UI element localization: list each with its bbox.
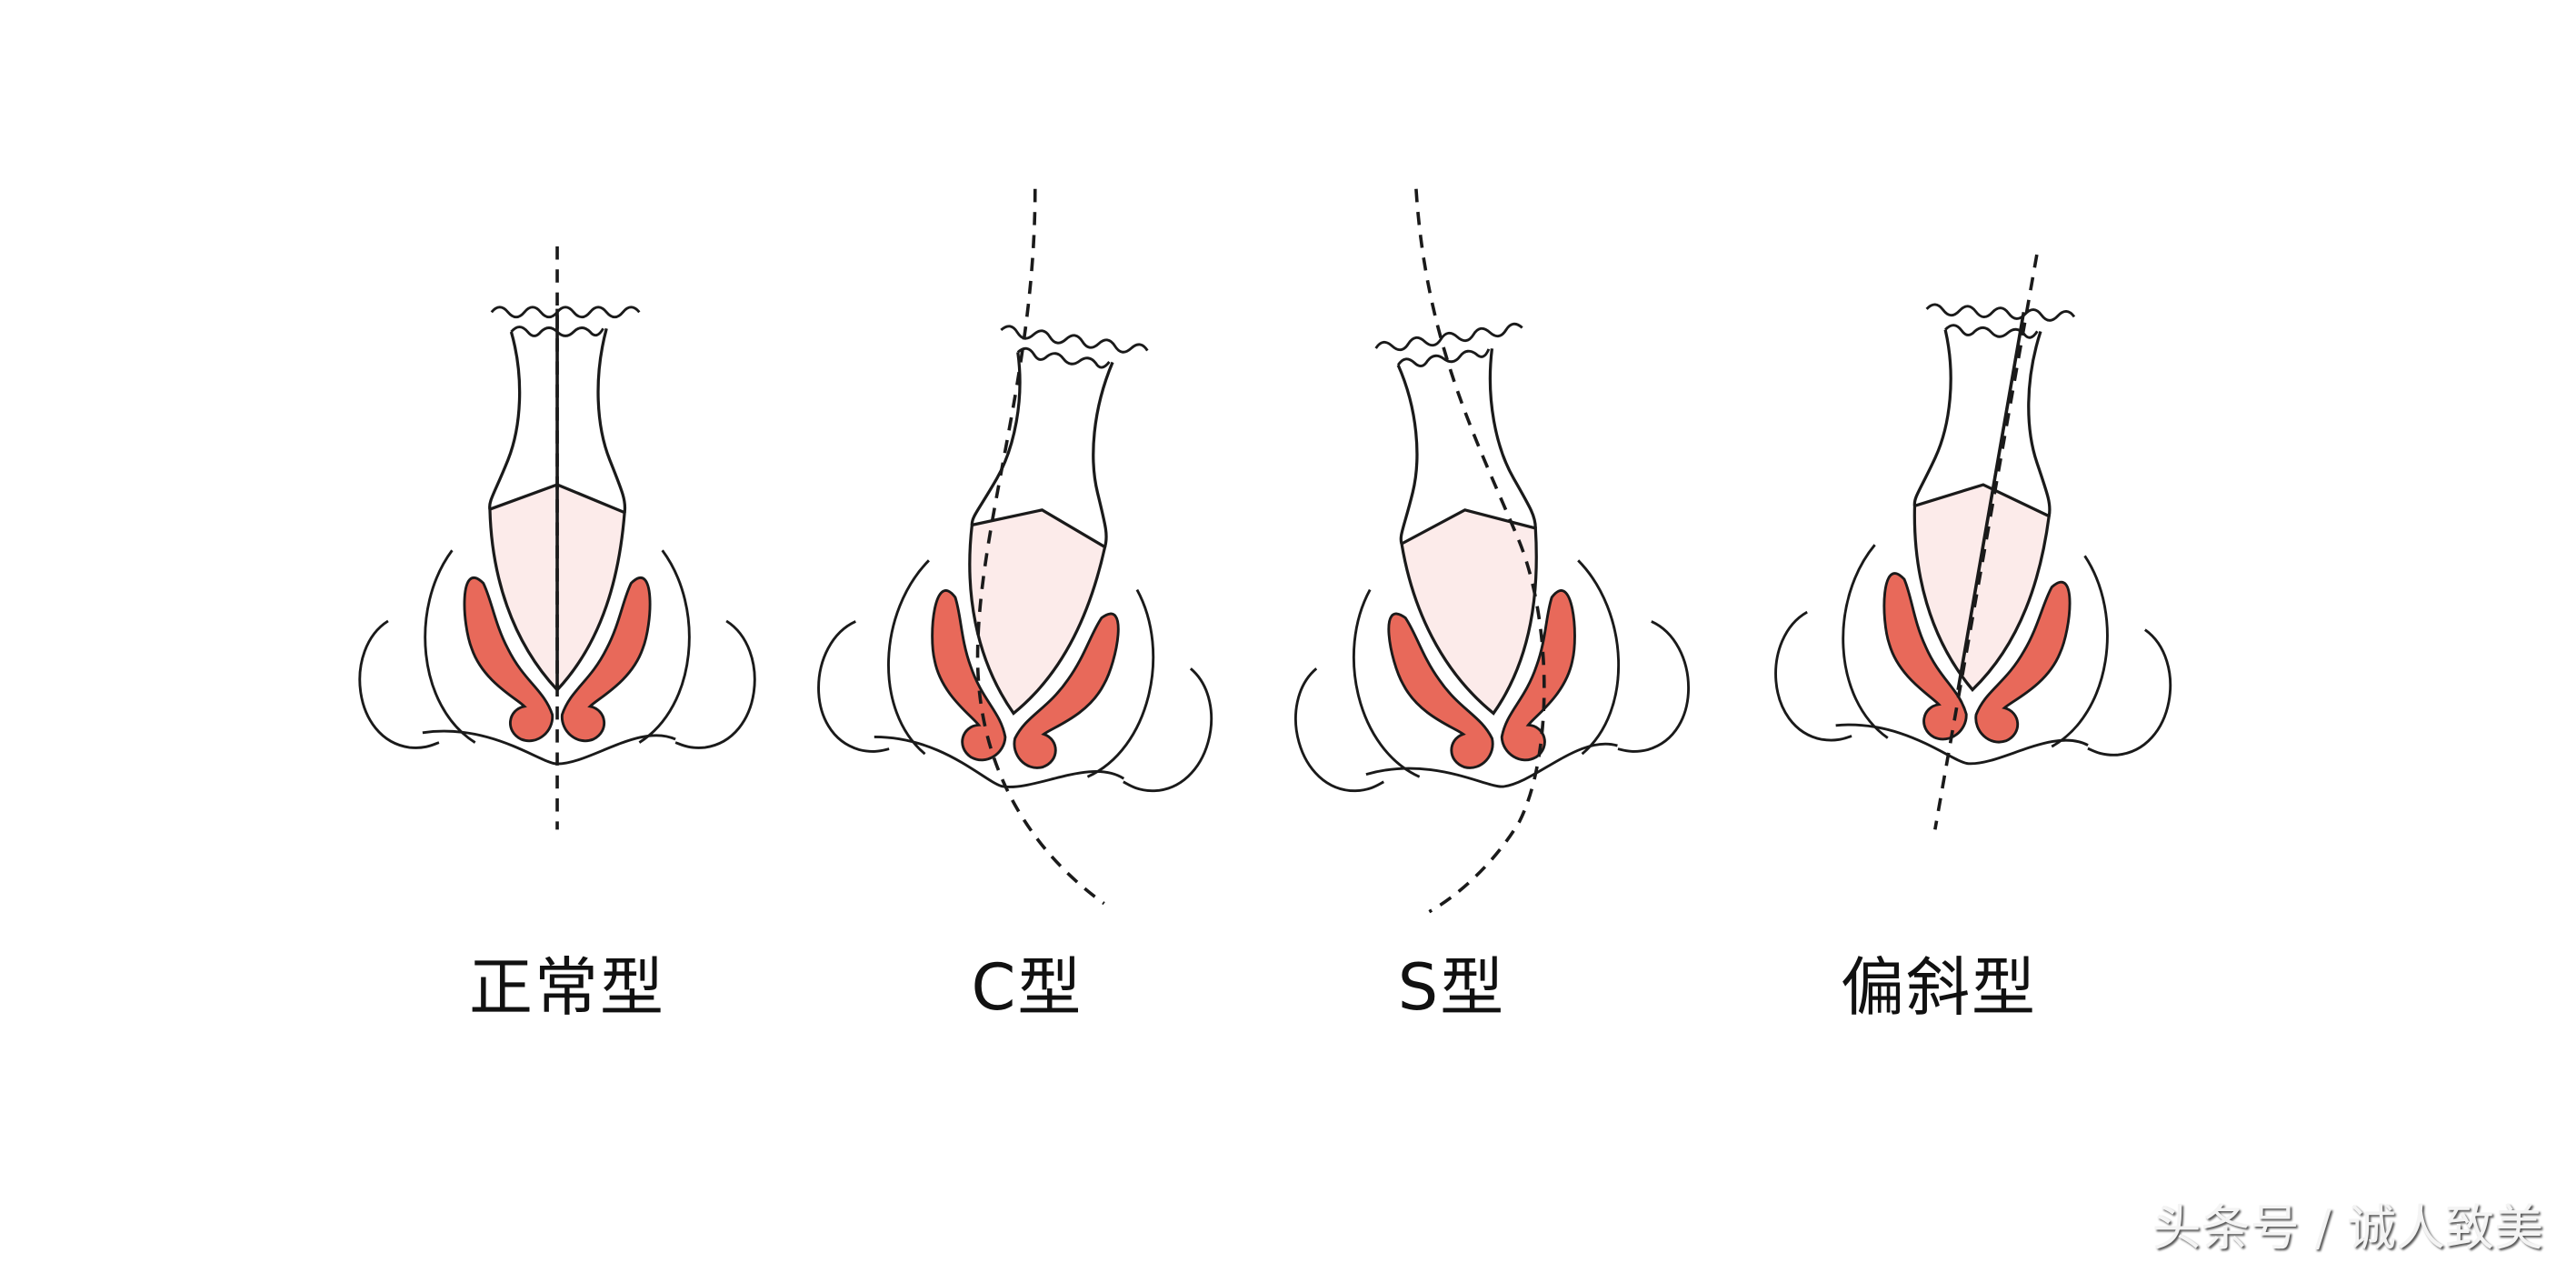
label-s-type: S型 <box>1397 950 1506 1025</box>
label-c-type: C型 <box>971 950 1083 1025</box>
nose-deviated <box>1770 254 2192 830</box>
label-normal: 正常型 <box>469 950 665 1025</box>
midline-slanted <box>1933 254 2039 830</box>
nose-c-type <box>805 188 1264 906</box>
watermark: 头条号 / 诚人致美 <box>2152 1199 2543 1257</box>
midline-s-curve <box>1414 188 1546 914</box>
nose-normal <box>358 246 756 830</box>
nose-s-type <box>1243 188 1702 914</box>
label-deviated: 偏斜型 <box>1841 950 2037 1025</box>
midline-c-curve <box>975 188 1105 906</box>
